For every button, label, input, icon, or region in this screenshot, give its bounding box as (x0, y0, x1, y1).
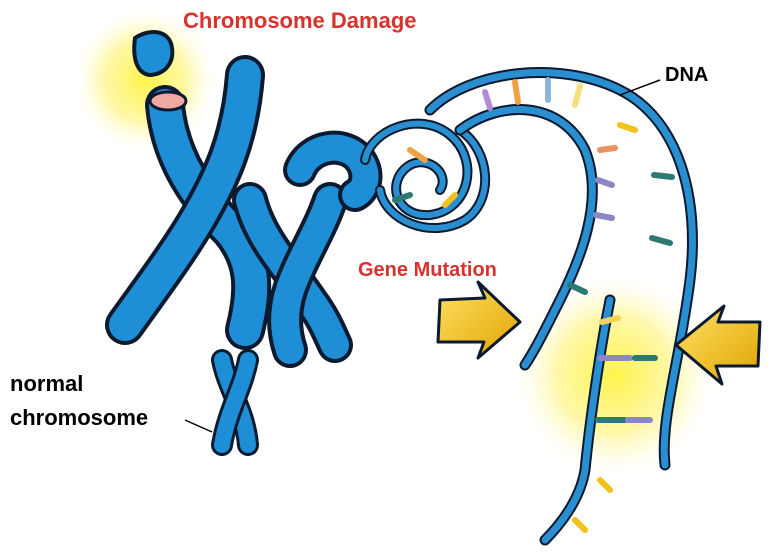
broken-chromosome-fragment (132, 30, 175, 78)
dna-label: DNA (665, 64, 709, 86)
dna-helix (360, 67, 698, 546)
normal-chromosome-label-line1: normal (10, 371, 84, 396)
normal-chromosome-pointer (184, 419, 213, 433)
gene-mutation-label: Gene Mutation (358, 259, 497, 281)
left-pointing-arrow-icon (674, 304, 762, 386)
normal-chromosome-label-line2: chromosome (10, 405, 149, 430)
normal-chromosome (211, 349, 259, 456)
damage-break-end (148, 90, 188, 112)
chromosome-damage-label: Chromosome Damage (183, 8, 417, 33)
unwinding-chromosome (232, 130, 383, 368)
dna-pointer (619, 79, 661, 96)
right-pointing-arrow-icon (436, 280, 522, 360)
damaged-chromosome (105, 55, 272, 350)
